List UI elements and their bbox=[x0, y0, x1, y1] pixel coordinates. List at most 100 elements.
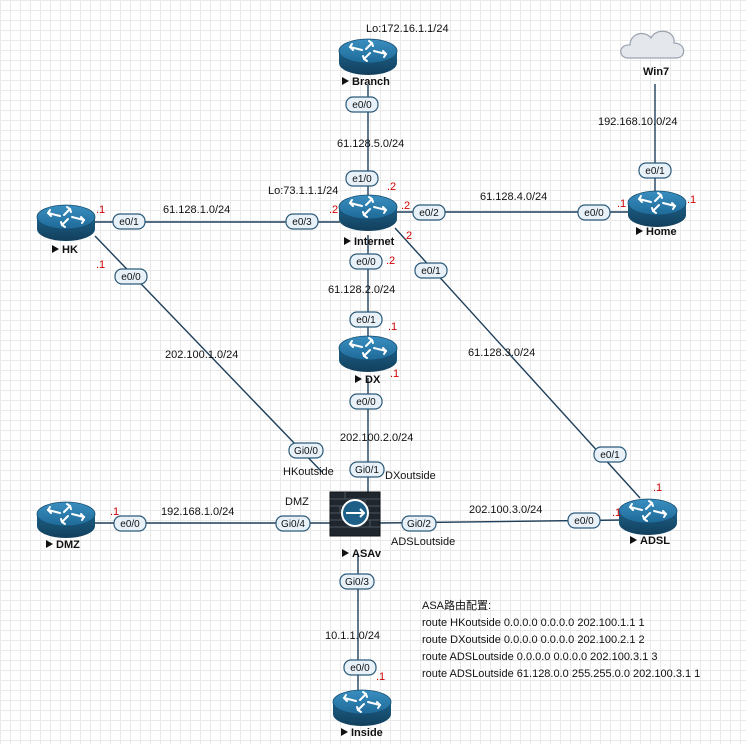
device-label-dmz: DMZ bbox=[56, 539, 80, 551]
svg-text:Gi0/3: Gi0/3 bbox=[345, 577, 369, 588]
interface-badge[interactable]: e0/1 bbox=[112, 213, 146, 230]
svg-text:e1/0: e1/0 bbox=[352, 174, 372, 185]
host-address: .2 bbox=[329, 204, 338, 216]
host-address: .1 bbox=[617, 198, 626, 210]
interface-badge[interactable]: e0/0 bbox=[343, 659, 377, 676]
svg-text:e0/2: e0/2 bbox=[419, 208, 439, 219]
interface-badge[interactable]: e0/2 bbox=[412, 204, 446, 221]
router-home[interactable]: Home bbox=[627, 190, 687, 238]
network-label-hk-asa: 202.100.1.0/24 bbox=[165, 349, 238, 361]
interface-badge[interactable]: e0/1 bbox=[349, 311, 383, 328]
cloud-win7[interactable]: Win7 bbox=[620, 30, 685, 78]
svg-text:e0/0: e0/0 bbox=[584, 208, 604, 219]
svg-text:e0/1: e0/1 bbox=[119, 217, 139, 228]
device-label-win7: Win7 bbox=[643, 66, 669, 78]
svg-text:e0/0: e0/0 bbox=[356, 257, 376, 268]
loopback-label-branch: Lo:172.16.1.1/24 bbox=[366, 23, 449, 35]
router-internet[interactable]: Internet bbox=[338, 194, 398, 248]
device-label-asav: ASAv bbox=[352, 548, 382, 560]
svg-text:e0/0: e0/0 bbox=[350, 663, 370, 674]
host-address: .1 bbox=[388, 321, 397, 333]
interface-badge[interactable]: Gi0/3 bbox=[339, 573, 375, 590]
host-address: .2 bbox=[403, 230, 412, 242]
asa-config-line: route DXoutside 0.0.0.0 0.0.0.0 202.100.… bbox=[422, 634, 645, 646]
svg-text:Gi0/1: Gi0/1 bbox=[355, 465, 379, 476]
host-address: .1 bbox=[376, 671, 385, 683]
svg-text:e0/1: e0/1 bbox=[645, 166, 665, 177]
host-address: .1 bbox=[390, 368, 399, 380]
interface-badge[interactable]: e0/0 bbox=[349, 253, 383, 270]
asa-route-config: ASA路由配置: route HKoutside 0.0.0.0 0.0.0.0 … bbox=[422, 598, 700, 683]
device-label-branch: Branch bbox=[352, 76, 390, 88]
cloud-icon bbox=[620, 30, 685, 59]
device-label-home: Home bbox=[646, 226, 677, 238]
svg-text:e0/0: e0/0 bbox=[120, 519, 140, 530]
asa-config-line: route HKoutside 0.0.0.0 0.0.0.0 202.100.… bbox=[422, 617, 645, 629]
network-label-hk-internet: 61.128.1.0/24 bbox=[163, 204, 230, 216]
firewall-asav[interactable]: ASAv bbox=[329, 491, 382, 560]
asa-nameif-adsl: ADSLoutside bbox=[391, 536, 455, 548]
network-labels: 61.128.5.0/24 61.128.1.0/24 61.128.4.0/2… bbox=[161, 116, 678, 642]
interface-badge[interactable]: Gi0/1 bbox=[349, 461, 385, 478]
network-label-asa-adsl: 202.100.3.0/24 bbox=[469, 504, 542, 516]
network-label-internet-dx: 61.128.2.0/24 bbox=[328, 284, 395, 296]
host-address: .2 bbox=[387, 181, 396, 193]
interface-badge[interactable]: Gi0/4 bbox=[275, 515, 311, 532]
asa-config-line: route ADSLoutside 61.128.0.0 255.255.0.0… bbox=[422, 668, 701, 680]
host-address: .1 bbox=[612, 507, 621, 519]
router-dmz[interactable]: DMZ bbox=[36, 501, 96, 551]
network-label-branch-internet: 61.128.5.0/24 bbox=[337, 138, 404, 150]
loopback-label-internet: Lo:73.1.1.1/24 bbox=[268, 185, 338, 197]
interface-badge[interactable]: e0/0 bbox=[114, 268, 148, 285]
interface-badge[interactable]: e0/0 bbox=[349, 393, 383, 410]
svg-text:e0/1: e0/1 bbox=[356, 315, 376, 326]
host-address: .1 bbox=[687, 194, 696, 206]
interface-badge[interactable]: e0/1 bbox=[638, 162, 672, 179]
interface-badge[interactable]: e1/0 bbox=[345, 170, 379, 187]
svg-text:e0/3: e0/3 bbox=[292, 217, 312, 228]
interface-badge[interactable]: Gi0/0 bbox=[288, 442, 324, 459]
interface-badge[interactable]: e0/0 bbox=[345, 96, 379, 113]
router-adsl[interactable]: ADSL bbox=[618, 498, 678, 547]
svg-text:Gi0/2: Gi0/2 bbox=[407, 519, 431, 530]
interface-badge[interactable]: e0/0 bbox=[567, 512, 601, 529]
router-inside[interactable]: Inside bbox=[332, 689, 392, 739]
router-dx[interactable]: DX bbox=[338, 335, 398, 386]
interface-badge[interactable]: Gi0/2 bbox=[401, 515, 437, 532]
svg-text:e0/0: e0/0 bbox=[352, 100, 372, 111]
router-hk[interactable]: HK bbox=[36, 204, 96, 256]
network-label-asa-inside: 10.1.1.0/24 bbox=[325, 630, 380, 642]
firewall-icon bbox=[329, 491, 381, 537]
asa-config-title: ASA路由配置: bbox=[422, 600, 492, 612]
network-label-dmz-asa: 192.168.1.0/24 bbox=[161, 506, 234, 518]
interface-badge[interactable]: e0/0 bbox=[577, 204, 611, 221]
host-address: .1 bbox=[653, 482, 662, 494]
interface-badge[interactable]: e0/1 bbox=[593, 446, 627, 463]
device-label-internet: Internet bbox=[354, 236, 395, 248]
svg-text:Gi0/0: Gi0/0 bbox=[294, 446, 318, 457]
interface-badge[interactable]: e0/3 bbox=[285, 213, 319, 230]
device-label-hk: HK bbox=[62, 244, 78, 256]
network-label-dx-asa: 202.100.2.0/24 bbox=[340, 432, 413, 444]
svg-text:e0/0: e0/0 bbox=[574, 516, 594, 527]
host-address: .1 bbox=[96, 204, 105, 216]
interface-badge[interactable]: e0/1 bbox=[414, 262, 448, 279]
svg-text:e0/0: e0/0 bbox=[121, 272, 141, 283]
router-branch[interactable]: Branch bbox=[338, 38, 398, 88]
host-address: .2 bbox=[386, 255, 395, 267]
interface-badge[interactable]: e0/0 bbox=[113, 515, 147, 532]
svg-text:e0/1: e0/1 bbox=[421, 266, 441, 277]
asa-nameif-dx: DXoutside bbox=[385, 470, 436, 482]
device-label-adsl: ADSL bbox=[640, 535, 670, 547]
svg-text:e0/1: e0/1 bbox=[600, 450, 620, 461]
host-addresses: .2 .2 .2 .2 .2 .1 .1 .1 .1 .1 .1 .1 .1 .… bbox=[96, 181, 696, 683]
svg-text:e0/0: e0/0 bbox=[356, 397, 376, 408]
host-address: .1 bbox=[110, 506, 119, 518]
network-label-win7-home: 192.168.10.0/24 bbox=[598, 116, 678, 128]
asa-config-line: route ADSLoutside 0.0.0.0 0.0.0.0 202.10… bbox=[422, 651, 658, 663]
device-label-dx: DX bbox=[365, 374, 381, 386]
svg-text:Gi0/4: Gi0/4 bbox=[281, 519, 305, 530]
asa-nameif-hk: HKoutside bbox=[283, 466, 334, 478]
asa-nameif-dmz: DMZ bbox=[285, 496, 309, 508]
